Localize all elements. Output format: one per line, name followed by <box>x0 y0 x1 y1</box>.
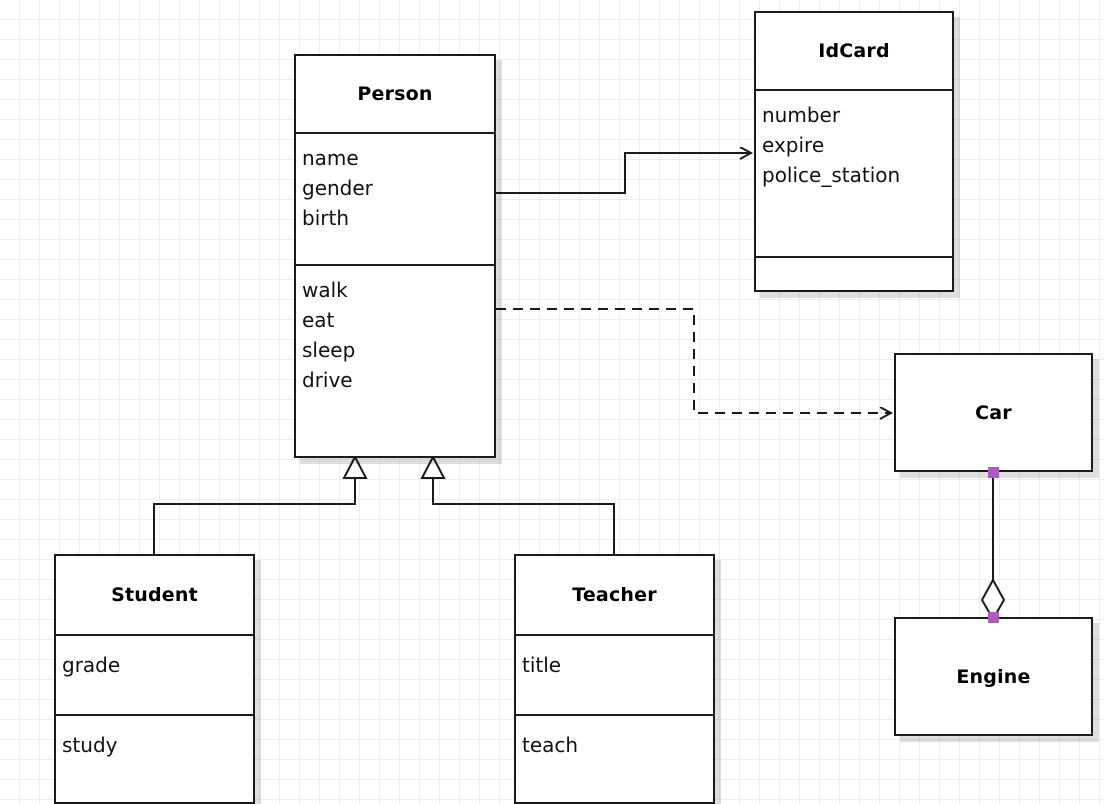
attributes-compartment-person: name gender birth <box>296 132 494 264</box>
edge-person-car[interactable] <box>496 308 891 413</box>
operation-item: teach <box>522 733 579 757</box>
attributes-compartment-teacher: title <box>516 634 713 714</box>
operations-compartment-person: walk eat sleep drive <box>296 264 494 456</box>
operation-list-student: study <box>56 716 253 760</box>
attribute-item: gender <box>302 176 373 200</box>
selection-handle-engine-end[interactable] <box>988 612 999 623</box>
operations-compartment-teacher: teach <box>516 714 713 804</box>
attribute-item: birth <box>302 206 349 230</box>
edge-student-person[interactable] <box>153 454 368 554</box>
attribute-item: expire <box>762 133 825 157</box>
operations-compartment-student: study <box>56 714 253 804</box>
operation-list-teacher: teach <box>516 716 713 760</box>
attributes-compartment-idcard: number expire police_station <box>756 89 952 256</box>
class-name-teacher: Teacher <box>572 584 657 606</box>
operation-item: walk <box>302 278 348 302</box>
attribute-item: title <box>522 653 562 677</box>
attribute-list-teacher: title <box>516 636 713 680</box>
operation-list-person: walk eat sleep drive <box>296 266 494 395</box>
attribute-item: police_station <box>762 163 901 187</box>
class-name-student: Student <box>111 584 198 606</box>
edge-car-engine[interactable] <box>980 472 1006 621</box>
attribute-list-person: name gender birth <box>296 134 494 233</box>
class-box-idcard[interactable]: IdCard number expire police_station <box>754 11 954 292</box>
class-name-person: Person <box>357 83 433 105</box>
class-box-teacher[interactable]: Teacher title teach <box>514 554 715 804</box>
attribute-item: name <box>302 146 359 170</box>
class-box-car[interactable]: Car <box>894 353 1093 472</box>
edge-person-idcard[interactable] <box>494 153 751 194</box>
attribute-item: grade <box>62 653 121 677</box>
class-box-engine[interactable]: Engine <box>894 617 1093 736</box>
attribute-item: number <box>762 103 841 127</box>
class-name-engine: Engine <box>956 665 1031 688</box>
class-name-car: Car <box>975 401 1012 424</box>
class-name-idcard: IdCard <box>818 40 890 62</box>
operation-item: drive <box>302 368 353 392</box>
class-box-student[interactable]: Student grade study <box>54 554 255 804</box>
empty-operations-idcard <box>756 258 952 294</box>
operation-item: eat <box>302 308 335 332</box>
attributes-compartment-student: grade <box>56 634 253 714</box>
attribute-list-student: grade <box>56 636 253 680</box>
class-box-person[interactable]: Person name gender birth walk eat sleep … <box>294 54 496 458</box>
operation-item: study <box>62 733 118 757</box>
attribute-list-idcard: number expire police_station <box>756 91 952 190</box>
selection-handle-car-end[interactable] <box>988 467 999 478</box>
operation-item: sleep <box>302 338 356 362</box>
edge-teacher-person[interactable] <box>420 454 615 554</box>
operations-compartment-idcard <box>756 256 952 294</box>
